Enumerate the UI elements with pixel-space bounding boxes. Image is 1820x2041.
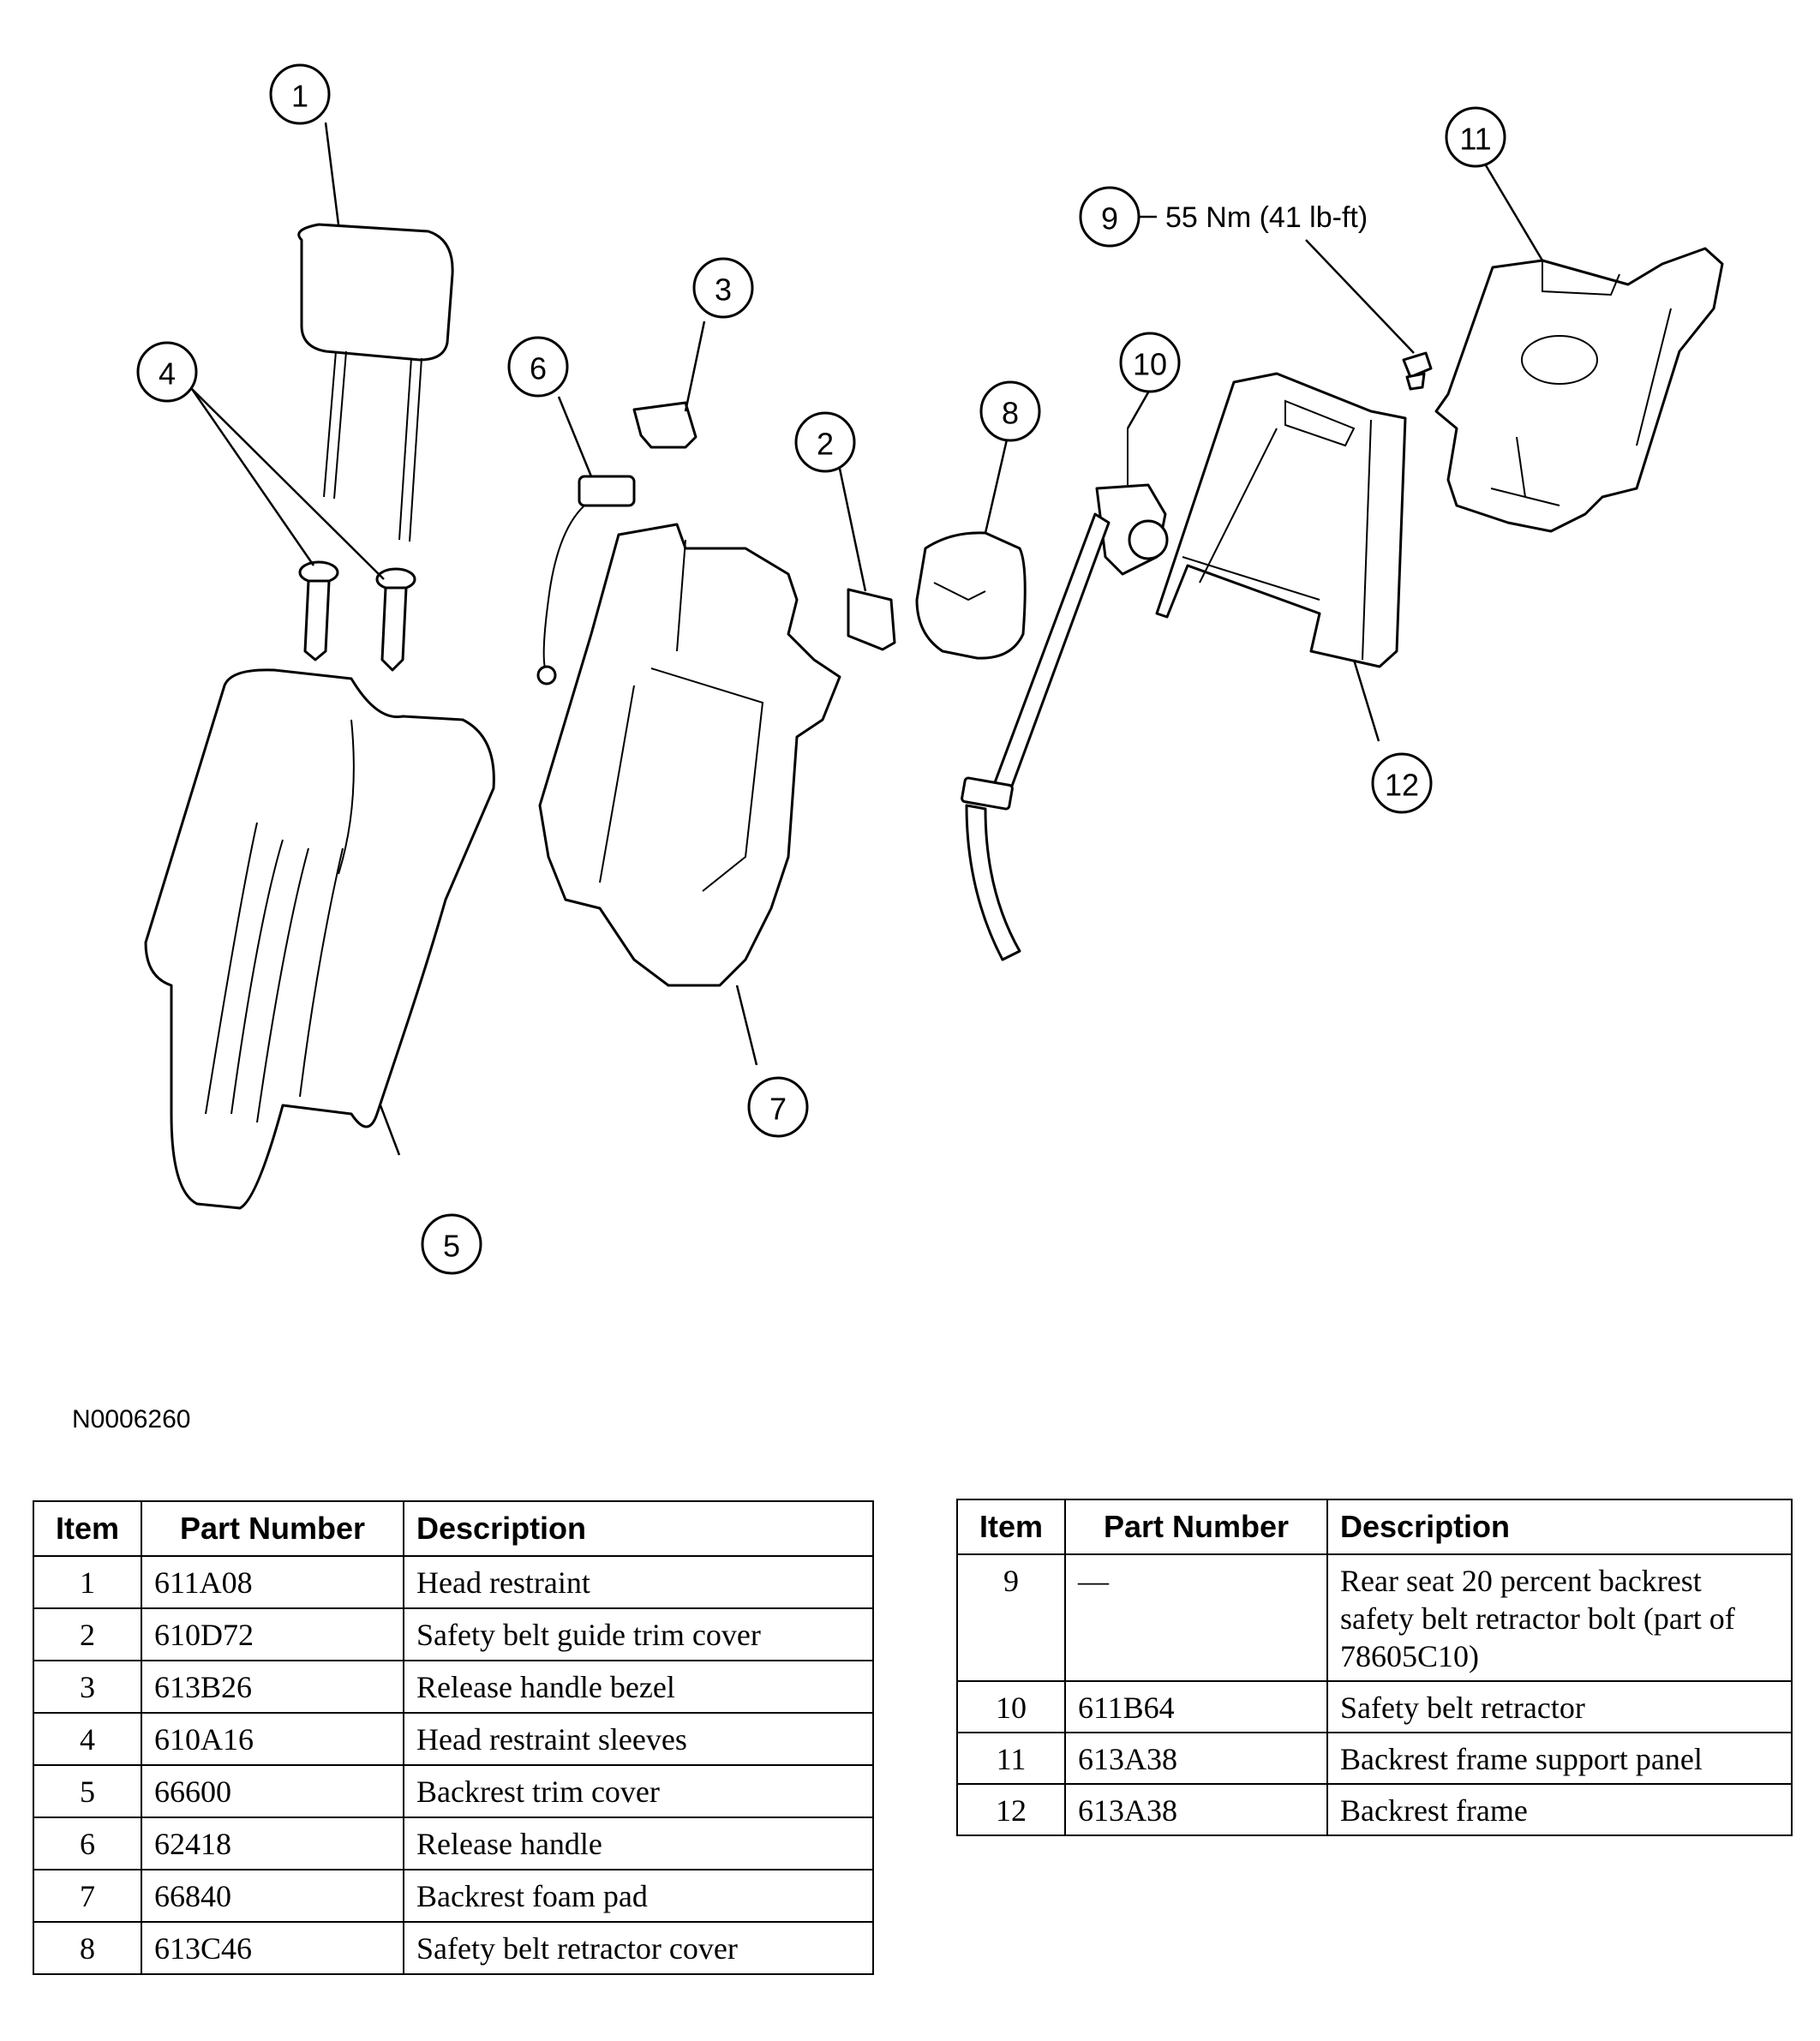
callout-6: 6 (507, 336, 569, 398)
cell-item: 9 (956, 1553, 1066, 1682)
svg-text:1: 1 (291, 79, 308, 114)
cell-item: 10 (956, 1680, 1066, 1733)
callout-5: 5 (421, 1213, 482, 1275)
svg-text:3: 3 (715, 272, 732, 308)
svg-text:9: 9 (1101, 201, 1118, 236)
callout-1: 1 (269, 63, 331, 125)
cell-part-number: 611B64 (1064, 1680, 1328, 1733)
svg-text:8: 8 (1002, 396, 1019, 431)
callout-8: 8 (979, 380, 1041, 442)
header-item: Item (33, 1500, 142, 1557)
head-restraint-sleeves-drawing (298, 560, 416, 672)
cell-part-number: 613A38 (1064, 1783, 1328, 1836)
cell-part-number: 611A08 (141, 1555, 404, 1609)
callout-4: 4 (136, 341, 198, 403)
cell-description: Release handle (403, 1817, 874, 1870)
cell-description: Head restraint sleeves (403, 1712, 874, 1766)
svg-text:2: 2 (817, 427, 834, 462)
header-part-number: Part Number (141, 1500, 404, 1557)
svg-text:12: 12 (1385, 768, 1419, 803)
cell-part-number: 610A16 (141, 1712, 404, 1766)
cell-description: Safety belt guide trim cover (403, 1607, 874, 1661)
cell-part-number: 610D72 (141, 1607, 404, 1661)
cell-part-number: 613B26 (141, 1660, 404, 1714)
parts-table-right: Item Part Number Description 9—Rear seat… (956, 1499, 1793, 1836)
cell-item: 7 (33, 1869, 142, 1923)
cell-item: 1 (33, 1555, 142, 1609)
cell-item: 4 (33, 1712, 142, 1766)
svg-text:6: 6 (530, 351, 547, 386)
cell-part-number: 66840 (141, 1869, 404, 1923)
cell-item: 6 (33, 1817, 142, 1870)
backrest-frame-support-panel-drawing (1434, 247, 1724, 533)
callout-11: 11 (1445, 106, 1506, 168)
header-part-number: Part Number (1064, 1499, 1328, 1555)
header-item: Item (956, 1499, 1066, 1555)
svg-text:7: 7 (769, 1092, 787, 1127)
torque-spec-label: 55 Nm (41 lb-ft) (1165, 201, 1368, 234)
exploded-parts-diagram: 55 Nm (41 lb-ft) 1 2 3 4 5 6 7 8 9 10 11… (136, 63, 1724, 1275)
svg-text:5: 5 (443, 1229, 460, 1264)
callout-7: 7 (747, 1076, 809, 1138)
cell-description: Safety belt retractor cover (403, 1921, 874, 1975)
svg-text:11: 11 (1459, 122, 1491, 157)
cell-item: 8 (33, 1921, 142, 1975)
svg-text:4: 4 (159, 356, 176, 392)
table-header-row: Item Part Number Description (956, 1499, 1793, 1555)
cell-description: Backrest trim cover (403, 1764, 874, 1818)
svg-text:10: 10 (1133, 347, 1167, 382)
header-description: Description (1326, 1499, 1793, 1555)
cell-item: 5 (33, 1764, 142, 1818)
safety-belt-retractor-cover-drawing (915, 531, 1027, 660)
leader-lines (190, 122, 1544, 1156)
cell-item: 11 (956, 1732, 1066, 1785)
backrest-frame-drawing (1155, 372, 1407, 668)
table-header-row: Item Part Number Description (33, 1500, 874, 1557)
backrest-foam-pad-drawing (538, 523, 841, 987)
cell-part-number: 62418 (141, 1817, 404, 1870)
retractor-bolt-drawing (1402, 351, 1433, 391)
callout-9: 9 (1079, 186, 1140, 248)
figure-id-label: N0006260 (72, 1405, 191, 1433)
cell-part-number: 66600 (141, 1764, 404, 1818)
cell-description: Release handle bezel (403, 1660, 874, 1714)
safety-belt-retractor-drawing (961, 428, 1169, 961)
cell-description: Backrest frame support panel (1326, 1732, 1793, 1785)
release-handle-bezel-drawing (632, 401, 697, 449)
table-row: 9—Rear seat 20 percent backrest safety b… (956, 1553, 1793, 1682)
cell-item: 12 (956, 1783, 1066, 1836)
release-handle-drawing (536, 475, 636, 685)
header-description: Description (403, 1500, 874, 1557)
backrest-trim-cover-drawing (144, 668, 495, 1210)
callout-2: 2 (794, 411, 856, 473)
cell-description: Backrest frame (1326, 1783, 1793, 1836)
callout-12: 12 (1371, 752, 1433, 814)
callout-3: 3 (692, 257, 754, 319)
cell-item: 3 (33, 1660, 142, 1714)
callout-10: 10 (1119, 332, 1181, 393)
cell-part-number: — (1064, 1553, 1328, 1682)
cell-description: Safety belt retractor (1326, 1680, 1793, 1733)
cell-part-number: 613C46 (141, 1921, 404, 1975)
safety-belt-guide-trim-cover-drawing (847, 588, 896, 651)
head-restraint-drawing (297, 223, 454, 542)
cell-item: 2 (33, 1607, 142, 1661)
cell-description: Rear seat 20 percent backrest safety bel… (1326, 1553, 1793, 1682)
cell-description: Head restraint (403, 1555, 874, 1609)
cell-description: Backrest foam pad (403, 1869, 874, 1923)
cell-part-number: 613A38 (1064, 1732, 1328, 1785)
